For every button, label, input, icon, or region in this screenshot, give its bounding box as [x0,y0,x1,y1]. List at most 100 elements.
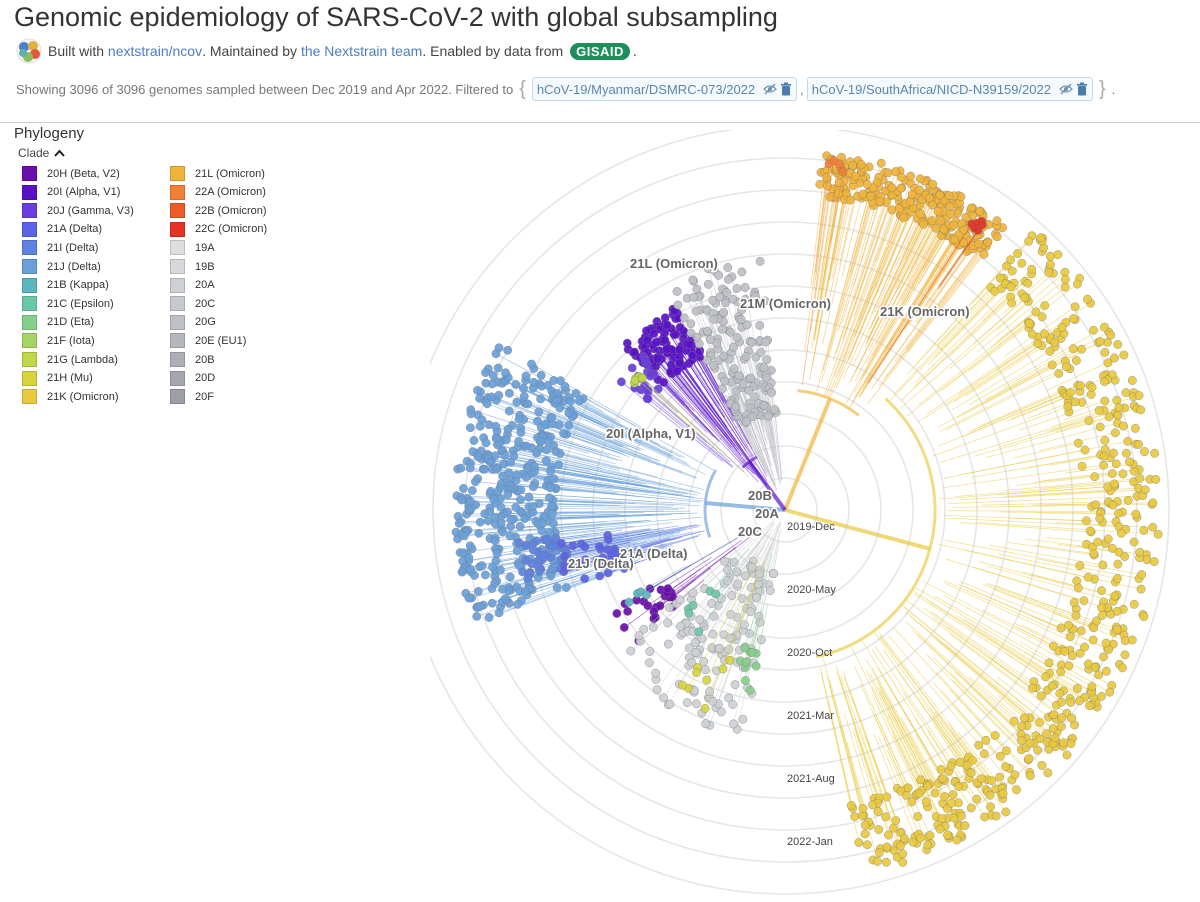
tree-tip [765,586,775,596]
repo-link[interactable]: nextstrain/ncov [107,43,203,59]
legend-item[interactable]: 20D [170,370,215,386]
tree-tip [1076,626,1086,636]
tree-branch [822,656,865,816]
legend-item[interactable]: 21B (Kappa) [22,277,109,293]
legend-item[interactable]: 21C (Epsilon) [22,296,114,312]
tree-tip [887,205,897,215]
tree-tip [1095,422,1105,432]
filter-summary: Showing 3096 of 3096 genomes sampled bet… [16,77,1115,101]
eye-slash-icon[interactable] [1059,83,1073,95]
tree-tip [520,586,530,596]
tree-tip [959,225,969,235]
tree-tip [906,171,915,181]
tree-branch [947,722,992,781]
legend-item[interactable]: 20H (Beta, V2) [22,166,120,181]
legend-item[interactable]: 21K (Omicron) [22,389,119,405]
tree-tip [1020,713,1029,723]
tree-tip [767,388,777,397]
legend-item[interactable]: 20C [170,296,215,312]
legend-item[interactable]: 21A (Delta) [22,221,102,237]
tree-branch [892,735,928,808]
tree-branch [628,531,749,603]
tree-tip [641,356,650,365]
tree-branch [744,554,773,649]
tree-tip [952,835,962,845]
phylogeny-tree[interactable]: 2019-Dec2020-May2020-Oct2021-Mar2021-Aug… [430,130,1200,900]
tree-branch [816,177,827,256]
tree-tip [1010,770,1020,780]
tree-tip [974,740,984,750]
tree-branch [717,523,779,650]
tree-tip [1070,397,1080,407]
legend-item[interactable]: 22C (Omicron) [170,221,267,237]
tree-tip [1043,768,1053,778]
legend-item[interactable]: 21J (Delta) [22,259,101,274]
legend-item[interactable]: 21I (Delta) [22,240,98,256]
gisaid-logo[interactable]: GISAID [570,42,630,60]
time-axis-label: 2022-Jan [787,836,833,848]
filter-chip[interactable]: hCoV-19/SouthAfrica/NICD-N39159/2022 [806,77,1093,101]
legend-item[interactable]: 20B [170,352,215,367]
legend-item[interactable]: 21H (Mu) [22,370,93,386]
legend-item[interactable]: 20G [170,314,216,330]
legend-item[interactable]: 22B (Omicron) [170,203,267,219]
tree-branch [924,239,971,306]
tree-tip [580,555,590,565]
tree-tip [501,368,510,378]
tree-branch [911,229,945,286]
tree-branch [765,341,775,418]
trash-icon[interactable] [1076,82,1088,96]
filter-chip[interactable]: hCoV-19/Myanmar/DSMRC-073/2022 [531,77,798,101]
tree-tip [1080,642,1090,652]
tree-branch [865,229,965,384]
tree-branch [495,525,634,542]
tree-branch [554,400,672,457]
legend-item[interactable]: 22A (Omicron) [170,184,266,200]
legend-label: 21H (Mu) [47,372,93,385]
tree-tip [974,239,984,249]
legend-label: 20I (Alpha, V1) [47,186,121,199]
legend-item[interactable]: 20F [170,389,214,405]
legend-item[interactable]: 19B [170,259,215,274]
tree-branch [809,197,831,333]
trash-icon[interactable] [780,82,792,96]
team-link[interactable]: the Nextstrain team [300,43,423,59]
tree-tip [996,273,1005,283]
tree-branch [722,581,758,670]
tree-branch [945,558,1118,612]
legend-swatch [22,166,37,181]
tree-tip [515,521,525,531]
legend-label: 22B (Omicron) [195,204,267,217]
eye-slash-icon[interactable] [763,83,777,95]
tree-tip [663,639,673,649]
page-title: Genomic epidemiology of SARS-CoV-2 with … [14,2,778,32]
legend-item[interactable]: 20E (EU1) [170,333,246,349]
legend-item[interactable]: 20I (Alpha, V1) [22,184,121,200]
legend-item[interactable]: 21D (Eta) [22,314,94,330]
time-axis-label: 2022-Jun [787,899,833,900]
tree-branch [854,223,963,397]
tree-tip [992,232,1002,242]
tree-tip [1057,713,1067,723]
legend-item[interactable]: 20A [170,277,215,293]
legend-item[interactable]: 19A [170,240,215,256]
legend-item[interactable]: 20J (Gamma, V3) [22,203,134,219]
legend-toggle[interactable]: Clade [18,146,66,160]
time-grid-ring [688,413,882,607]
tree-branch [852,730,875,799]
chevron-up-icon[interactable] [54,149,66,157]
tree-branch [599,549,672,577]
tree-branch [546,460,695,492]
tree-branch [839,167,862,266]
tree-tip [862,840,872,850]
tree-tip [624,597,634,607]
tree-tip [1091,500,1100,510]
tree-branch [497,491,689,505]
tree-tip [688,351,697,360]
legend-item[interactable]: 21G (Lambda) [22,352,118,367]
tree-branch [1056,522,1153,528]
tree-branch [703,469,718,538]
legend-item[interactable]: 21L (Omicron) [170,166,265,181]
legend-item[interactable]: 21F (Iota) [22,333,95,349]
tree-tip [959,238,968,248]
